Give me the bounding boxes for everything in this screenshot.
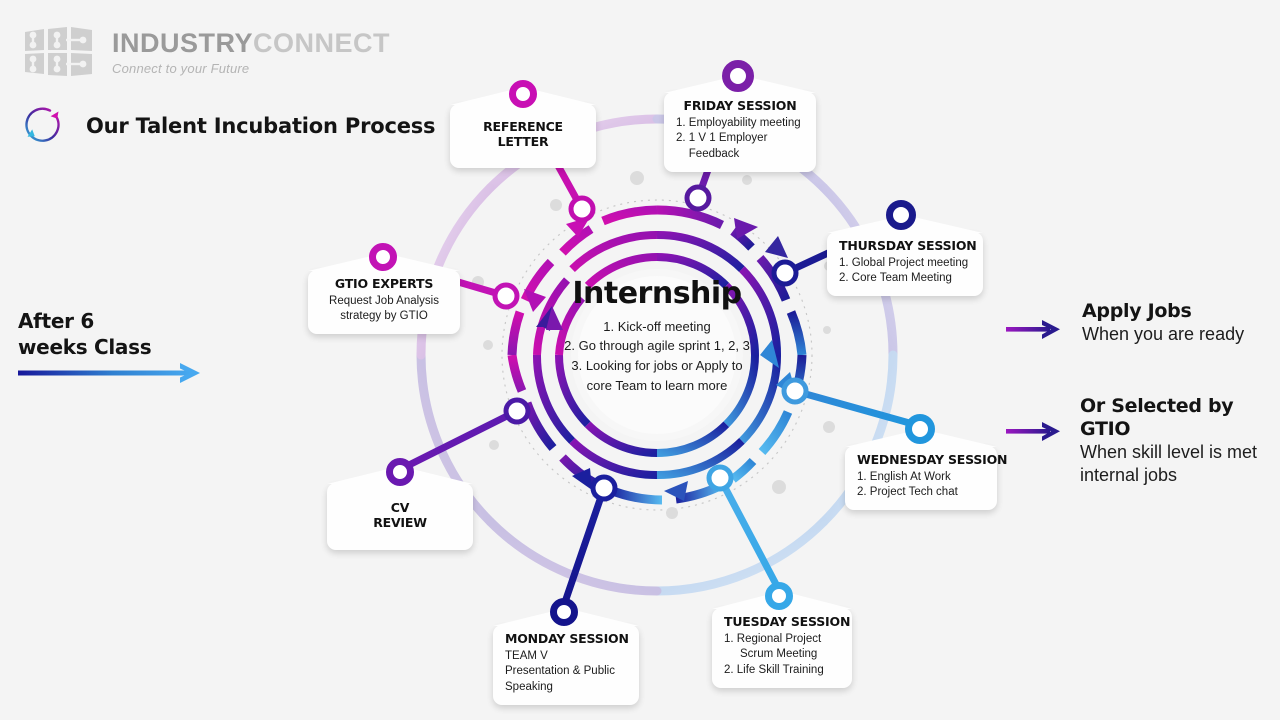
card-friday-body: 1. Employability meeting 2. 1 V 1 Employ… <box>676 116 804 163</box>
card-monday-line-3: Speaking <box>505 681 553 693</box>
card-friday-session[interactable]: FRIDAY SESSION 1. Employability meeting … <box>664 92 816 172</box>
card-reference-title-block: REFERENCE LETTER <box>462 119 584 150</box>
selected-by-gtio-note: Or Selected by GTIO When skill level is … <box>1080 395 1280 486</box>
page-title: Our Talent Incubation Process <box>86 114 436 138</box>
card-friday-marker <box>722 60 754 92</box>
card-wednesday-title: WEDNESDAY SESSION <box>857 452 1008 467</box>
card-tuesday-title: TUESDAY SESSION <box>724 614 851 629</box>
card-tuesday-line-1: 1. Regional Project <box>724 632 822 645</box>
card-thursday-session[interactable]: THURSDAY SESSION 1. Global Project meeti… <box>827 232 983 296</box>
card-thursday-marker <box>886 200 916 230</box>
right-arrow-purple-icon <box>1006 320 1060 339</box>
brand-wordmark: INDUSTRYCONNECT Connect to your Future <box>112 26 391 77</box>
card-tuesday-session[interactable]: TUESDAY SESSION 1. Regional Project Scru… <box>712 608 852 688</box>
ring-nodes <box>492 184 809 502</box>
card-tuesday-body: 1. Regional Project Scrum Meeting 2. Lif… <box>724 632 840 679</box>
industryconnect-grid-logo-icon <box>25 27 92 76</box>
card-monday-body: TEAM V Presentation & Public Speaking <box>505 649 627 696</box>
card-friday-line-3: Feedback <box>676 148 740 160</box>
card-thursday-body: 1. Global Project meeting 2. Core Team M… <box>839 256 971 287</box>
card-monday-title: MONDAY SESSION <box>505 631 629 646</box>
brand-logo: INDUSTRYCONNECT Connect to your Future <box>22 26 390 78</box>
center-item-4: core Team to learn more <box>586 377 728 393</box>
card-thursday-line-2: 2. Core Team Meeting <box>839 272 952 285</box>
card-friday-title: FRIDAY SESSION <box>683 98 797 113</box>
card-monday-session[interactable]: MONDAY SESSION TEAM V Presentation & Pub… <box>493 625 639 705</box>
left-note-line1: After 6 <box>18 309 94 333</box>
card-tuesday-line-3: 2. Life Skill Training <box>724 664 824 676</box>
center-item-1: 1. Kick-off meeting <box>603 318 711 334</box>
center-item-3: 3. Looking for jobs or Apply to <box>571 358 743 373</box>
apply-jobs-sub: When you are ready <box>1082 324 1245 345</box>
card-monday-line-2: Presentation & Public <box>505 665 615 678</box>
right-arrow-gradient-icon <box>18 363 200 383</box>
circular-arrow-icon <box>25 107 60 142</box>
card-monday-marker <box>550 598 578 626</box>
apply-jobs-note: Apply Jobs When you are ready <box>1082 300 1280 345</box>
page-title-row: Our Talent Incubation Process <box>20 103 436 149</box>
card-cv-title-line1: CV <box>390 499 410 515</box>
card-tuesday-line-2: Scrum Meeting <box>724 648 818 661</box>
right-arrow-purple-icon <box>1006 422 1060 441</box>
brand-tagline: Connect to your Future <box>112 61 250 76</box>
card-cv-review[interactable]: CV REVIEW <box>327 483 473 550</box>
card-cv-title-line2: REVIEW <box>373 514 427 530</box>
card-tuesday-marker <box>765 582 793 610</box>
left-note-line2: weeks Class <box>18 335 152 359</box>
card-wednesday-marker <box>905 414 935 444</box>
card-reference-title-line1: REFERENCE <box>483 119 563 135</box>
card-friday-line-1: 1. Employability meeting <box>676 116 801 129</box>
card-gtio-line-1: Request Job Analysis <box>329 294 439 307</box>
brand-name-part1: INDUSTRY <box>112 28 254 58</box>
center-disc-inner <box>578 276 736 434</box>
brand-name-part2: CONNECT <box>253 28 391 58</box>
inner-ring-arrowhead-2 <box>760 340 779 368</box>
card-thursday-title: THURSDAY SESSION <box>839 238 977 253</box>
card-gtio-title: GTIO EXPERTS <box>334 276 434 291</box>
card-reference-title-line2: LETTER <box>497 134 549 149</box>
selected-by-gtio-head: Or Selected by GTIO <box>1080 395 1234 441</box>
card-gtio-body: Request Job Analysis strategy by GTIO <box>320 294 448 325</box>
dashed-guide-ring <box>501 199 813 511</box>
card-gtio-marker <box>369 243 397 271</box>
card-cv-marker <box>386 458 414 486</box>
center-content: Internship 1. Kick-off meeting 2. Go thr… <box>527 278 787 396</box>
card-thursday-line-1: 1. Global Project meeting <box>839 256 969 269</box>
card-gtio-experts[interactable]: GTIO EXPERTS Request Job Analysis strate… <box>308 270 460 334</box>
selected-by-gtio-sub-line2: internal jobs <box>1080 464 1178 485</box>
node-ring-arrowheads <box>524 217 797 501</box>
apply-jobs-head: Apply Jobs <box>1082 300 1192 322</box>
center-title: Internship <box>572 276 742 311</box>
selected-by-gtio-sub-line1: When skill level is met <box>1080 442 1258 463</box>
card-wednesday-session[interactable]: WEDNESDAY SESSION 1. English At Work 2. … <box>845 446 1008 510</box>
card-reference-letter[interactable]: REFERENCE LETTER <box>450 104 596 168</box>
inner-arc-inner <box>555 253 759 457</box>
card-wednesday-body: 1. English At Work 2. Project Tech chat <box>857 470 985 501</box>
card-wednesday-line-2: 2. Project Tech chat <box>857 486 958 499</box>
card-friday-line-2: 2. 1 V 1 Employer <box>676 132 768 145</box>
center-item-2: 2. Go through agile sprint 1, 2, 3 <box>564 338 750 354</box>
card-monday-line-1: TEAM V <box>505 649 548 662</box>
inner-arc-outer <box>532 230 782 480</box>
card-reference-marker <box>509 80 537 108</box>
card-cv-title-block: CV REVIEW <box>339 499 461 531</box>
card-wednesday-line-1: 1. English At Work <box>857 470 951 483</box>
after-six-weeks-note: After 6 weeks Class <box>18 308 268 360</box>
card-gtio-line-2: strategy by GTIO <box>340 310 428 323</box>
